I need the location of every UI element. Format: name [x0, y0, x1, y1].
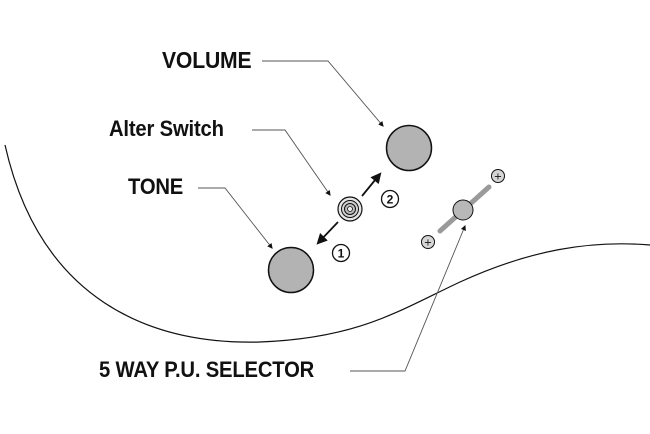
- selector-leader-line: [350, 225, 466, 372]
- selector-label: 5 WAY P.U. SELECTOR: [99, 357, 315, 382]
- switch-position-1-badge: 1: [331, 243, 351, 263]
- svg-text:+: +: [424, 238, 432, 249]
- alter-switch-label: Alter Switch: [109, 116, 224, 141]
- switch-position-1-label: 1: [338, 247, 345, 261]
- switch-arrow-position-2: [361, 172, 382, 197]
- alter-switch-leader-line: [252, 129, 331, 196]
- selector-screw-top-icon: +: [491, 169, 505, 183]
- switch-position-2-label: 2: [387, 193, 394, 207]
- switch-arrow-position-1: [316, 221, 339, 245]
- svg-text:+: +: [494, 172, 502, 183]
- tone-label: TONE: [128, 174, 184, 199]
- guitar-body-outline: [4, 144, 650, 343]
- tone-leader-line: [198, 187, 273, 249]
- volume-label: VOLUME: [162, 47, 252, 73]
- alter-switch[interactable]: [337, 196, 363, 222]
- selector-screw-bottom-icon: +: [421, 235, 435, 249]
- switch-position-2-badge: 2: [380, 189, 400, 209]
- selector-lever-tip[interactable]: [452, 199, 474, 221]
- tone-knob[interactable]: [267, 246, 315, 294]
- volume-knob[interactable]: [385, 124, 433, 172]
- volume-leader-line: [262, 60, 384, 127]
